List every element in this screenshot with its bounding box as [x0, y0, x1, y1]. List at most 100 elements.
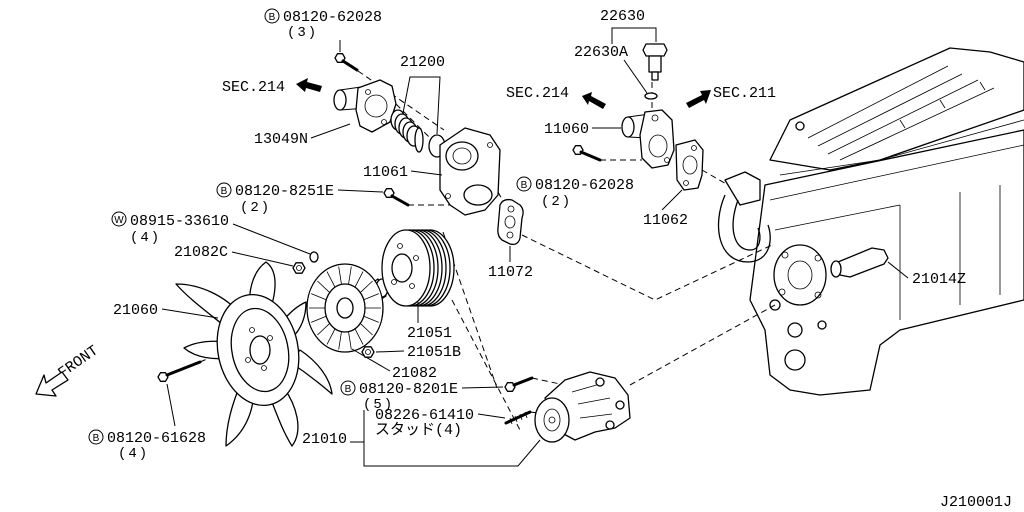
part-label-13049N: 13049N	[254, 131, 308, 148]
assembly-line	[531, 377, 561, 385]
bolt-hole	[781, 251, 789, 259]
nut-bore	[296, 265, 302, 271]
leader-21082C	[231, 251, 294, 267]
fastener-08120-8201E: B 08120-8201E (5)	[340, 376, 534, 413]
part-11062-gasket: 11062	[643, 139, 704, 229]
engine-hose-outer	[717, 194, 771, 263]
part-22630-sensor-group: 22630 22630A	[574, 8, 668, 100]
bolt-shank	[512, 376, 534, 387]
gasket-hole	[683, 180, 689, 186]
front-arrow	[35, 371, 69, 397]
sensor-washer	[644, 92, 658, 100]
gasket-hole	[507, 205, 515, 213]
engine-hose-inner	[732, 199, 761, 251]
assembly-line	[629, 304, 776, 386]
part-label-21060: 21060	[113, 302, 158, 319]
fan-mount-hole	[249, 327, 255, 333]
temperature-sensor-hex	[642, 43, 668, 57]
bolt-hole	[487, 142, 493, 148]
leader-11062	[661, 189, 683, 211]
assembly-line	[451, 299, 521, 431]
fastener-symbol: B	[345, 384, 352, 395]
fan-mount-hole	[267, 335, 273, 341]
head-bolt	[795, 121, 805, 131]
section-ref-label: SEC.214	[222, 79, 285, 96]
stud-number: 08226-61410	[375, 407, 474, 424]
leader-21010	[350, 410, 541, 467]
fan-mount-hole	[245, 357, 251, 363]
valve-cover	[769, 47, 1024, 171]
fastener-08120-61628: B 08120-61628 (4)	[88, 360, 206, 462]
part-label-21051B: 21051B	[407, 344, 461, 361]
gasket	[497, 198, 524, 246]
outlet-flange	[355, 79, 397, 133]
pump-mount-flange	[773, 244, 827, 306]
part-21082-fan-coupling: 21082	[306, 263, 437, 382]
part-13049N-water-outlet: 13049N	[254, 79, 397, 148]
pump-mount-bore	[787, 260, 813, 290]
fastener-number: 08120-62028	[283, 9, 382, 26]
housing-outlet	[463, 184, 493, 206]
symbol-circle	[216, 182, 232, 198]
pulley-hub	[391, 253, 413, 283]
fastener-symbol: B	[521, 180, 528, 191]
fastener-qty: (4)	[130, 230, 161, 246]
part-21082C-nut: 21082C	[174, 244, 306, 274]
gasket-hole	[506, 231, 514, 239]
bolt-hole	[814, 291, 822, 299]
direction-arrow	[582, 92, 606, 109]
engine-assembly	[717, 47, 1024, 396]
bolt-head	[504, 382, 516, 392]
assembly-line	[701, 169, 729, 186]
pipe-fitting	[830, 260, 842, 278]
fastener-number: 08915-33610	[130, 213, 229, 230]
fastener-qty: (2)	[541, 194, 572, 210]
bolt-hole	[778, 288, 786, 296]
pulley-bolt-hole	[397, 243, 403, 249]
pulley-bolt-hole	[409, 283, 415, 289]
fastener-08120-62028-x3: B 08120-62028 (3)	[264, 8, 382, 72]
stud-08226-61410: 08226-61410 スタッド(4)	[375, 407, 532, 439]
bolt-hole	[365, 89, 371, 95]
bolt-hole	[664, 157, 670, 163]
section-ref-right-a: SEC.214	[506, 85, 606, 109]
fastener-qty: (2)	[240, 200, 271, 216]
block-boss	[817, 320, 827, 330]
engine-block-lines	[769, 119, 1024, 320]
housing-inlet	[445, 141, 479, 171]
part-21010-water-pump: 21010	[302, 371, 631, 467]
fastener-number: 08120-61628	[107, 430, 206, 447]
part-11061-thermostat-housing: 11061	[363, 127, 501, 216]
nut-bore	[365, 349, 371, 355]
engine-block	[749, 129, 1024, 396]
leader-21060	[161, 308, 219, 319]
leader-stud	[477, 413, 506, 419]
section-ref-label: SEC.211	[713, 85, 776, 102]
pump-boss	[605, 420, 615, 430]
fastener-08915-33610: W 08915-33610 (4)	[111, 211, 311, 255]
fastener-qty: (4)	[118, 446, 149, 462]
bolt-shank	[165, 360, 202, 377]
part-label-21014Z: 21014Z	[912, 271, 966, 288]
fan-hub	[249, 335, 271, 365]
housing-inlet-bore	[452, 147, 472, 165]
leader-13049N	[310, 123, 351, 139]
fastener-qty: (5)	[363, 397, 394, 413]
bolt-shank	[579, 150, 602, 162]
outlet-bore	[364, 94, 388, 118]
fastener-08120-8251E: B 08120-8251E (2)	[216, 182, 410, 216]
leader-21082	[351, 348, 391, 372]
fastener-symbol: B	[269, 12, 276, 23]
pulley-bolt-hole	[391, 279, 397, 285]
gasket	[675, 139, 704, 191]
drawing-id: J210001J	[940, 494, 1012, 511]
thermostat-flange	[414, 127, 424, 153]
fastener-qty: (3)	[287, 25, 318, 41]
symbol-circle	[111, 211, 127, 227]
fastener-symbol: B	[93, 433, 100, 444]
temperature-sensor-tip	[651, 71, 659, 81]
fastener-symbol: W	[114, 215, 124, 226]
bolt-hole	[381, 119, 387, 125]
hex-nut	[292, 262, 306, 274]
